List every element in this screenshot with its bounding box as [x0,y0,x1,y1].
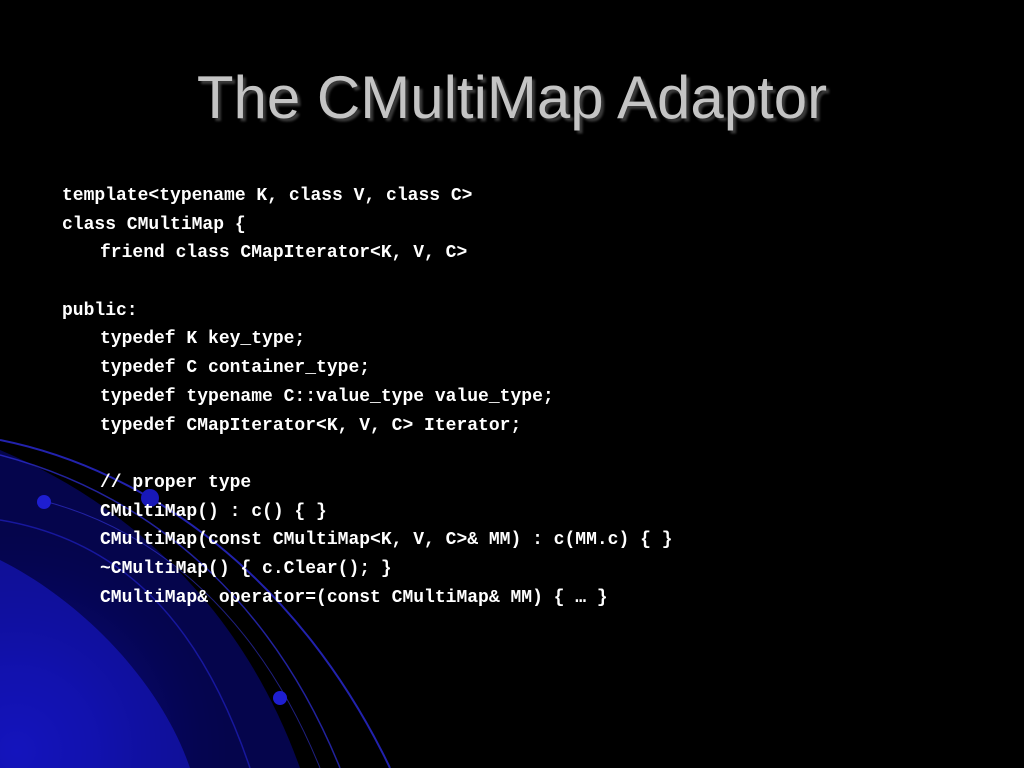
code-line: typedef typename C::value_type value_typ… [100,386,554,407]
decor-dot [273,691,287,705]
code-line: CMultiMap() : c() { } [100,501,327,522]
code-line: typedef K key_type; [100,329,306,350]
decor-dot [37,495,51,509]
decor-dot [141,489,159,507]
code-line [62,440,673,469]
code-line: template<typename K, class V, class C> [62,186,473,206]
code-line [62,268,673,297]
code-line: class CMultiMap { [62,214,246,235]
code-block: template<typename K, class V, class C> c… [62,182,673,612]
code-line: typedef CMapIterator<K, V, C> Iterator; [100,415,522,436]
code-line: ~CMultiMap() { c.Clear(); } [100,558,392,579]
code-line: // proper type [100,472,252,493]
code-line: friend class CMapIterator<K, V, C> [100,243,468,264]
code-line: typedef C container_type; [100,358,371,379]
slide-title: The CMultiMap Adaptor [196,64,828,131]
code-line: CMultiMap(const CMultiMap<K, V, C>& MM) … [100,530,673,551]
code-line: public: [62,300,138,321]
code-line: CMultiMap& operator=(const CMultiMap& MM… [100,587,608,608]
